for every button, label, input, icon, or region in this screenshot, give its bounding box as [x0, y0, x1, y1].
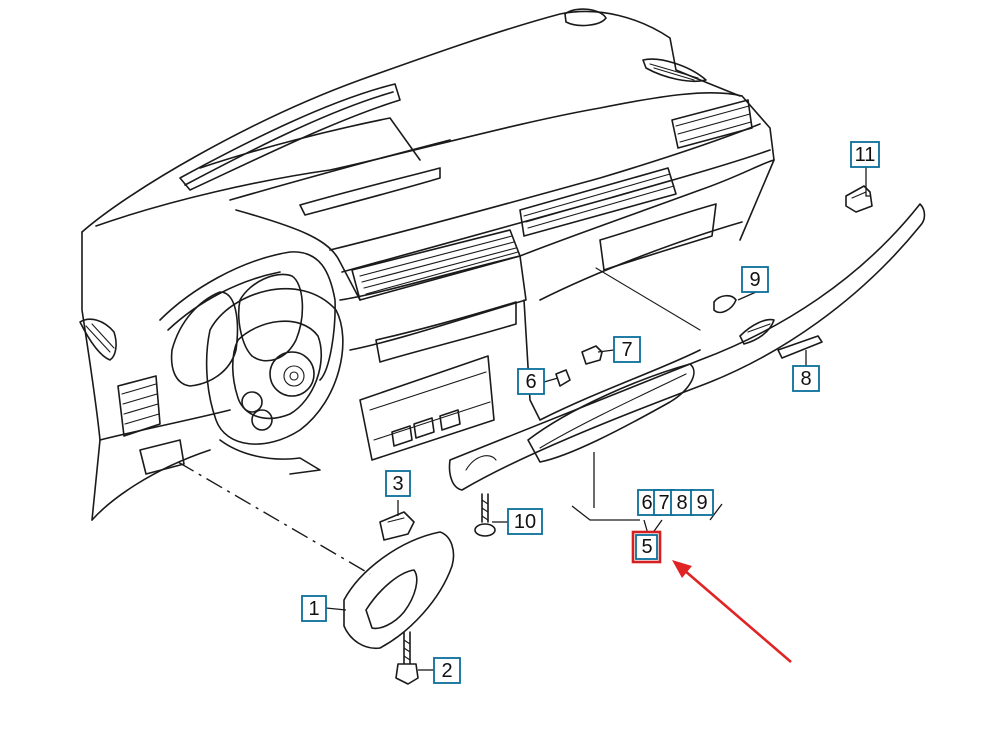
callout-label-9-sub: 9: [696, 492, 707, 514]
dashboard-illustration: [79, 8, 775, 521]
callout-label-7: 7: [621, 339, 632, 361]
callout-5-highlighted[interactable]: 5: [631, 530, 662, 564]
callout-label-8: 8: [800, 368, 811, 390]
leader-lines: [325, 166, 870, 671]
callout-label-6-sub: 6: [641, 492, 652, 514]
callout-group-sub-parts: 6 7 8 9: [637, 489, 714, 516]
callout-label-7-sub: 7: [658, 492, 669, 514]
callout-10[interactable]: 10: [507, 508, 543, 535]
insert-strip-part-8: [777, 335, 823, 359]
clip-part-9: [713, 294, 737, 314]
callout-label-1: 1: [308, 598, 319, 620]
callout-label-9: 9: [749, 269, 760, 291]
callout-8[interactable]: 8: [792, 365, 820, 392]
callout-label-6: 6: [525, 371, 536, 393]
callout-label-2: 2: [441, 660, 452, 682]
clip-part-6: [555, 369, 571, 387]
bracket-part-11: [845, 185, 873, 213]
trim-strip-part: [448, 203, 926, 491]
highlight-arrow: [672, 560, 792, 663]
callout-2[interactable]: 2: [433, 657, 461, 684]
callout-label-3: 3: [392, 473, 403, 495]
callout-7[interactable]: 7: [613, 336, 641, 363]
callout-label-10: 10: [514, 511, 536, 533]
screw-part-2: [395, 631, 419, 685]
callout-9[interactable]: 9: [741, 266, 769, 293]
screw-part-10: [474, 493, 496, 537]
callout-11[interactable]: 11: [850, 141, 880, 168]
callout-6[interactable]: 6: [517, 368, 545, 395]
callout-9-sub[interactable]: 9: [690, 489, 714, 516]
callout-label-8-sub: 8: [676, 492, 687, 514]
callout-8-sub[interactable]: 8: [670, 489, 694, 516]
callout-3[interactable]: 3: [385, 470, 411, 497]
callout-1[interactable]: 1: [301, 595, 327, 622]
clip-part-7: [581, 345, 603, 365]
callout-label-11: 11: [855, 144, 876, 166]
assembly-centerline: [177, 461, 371, 575]
end-cap-part: [343, 511, 455, 650]
callout-label-5: 5: [641, 536, 652, 558]
